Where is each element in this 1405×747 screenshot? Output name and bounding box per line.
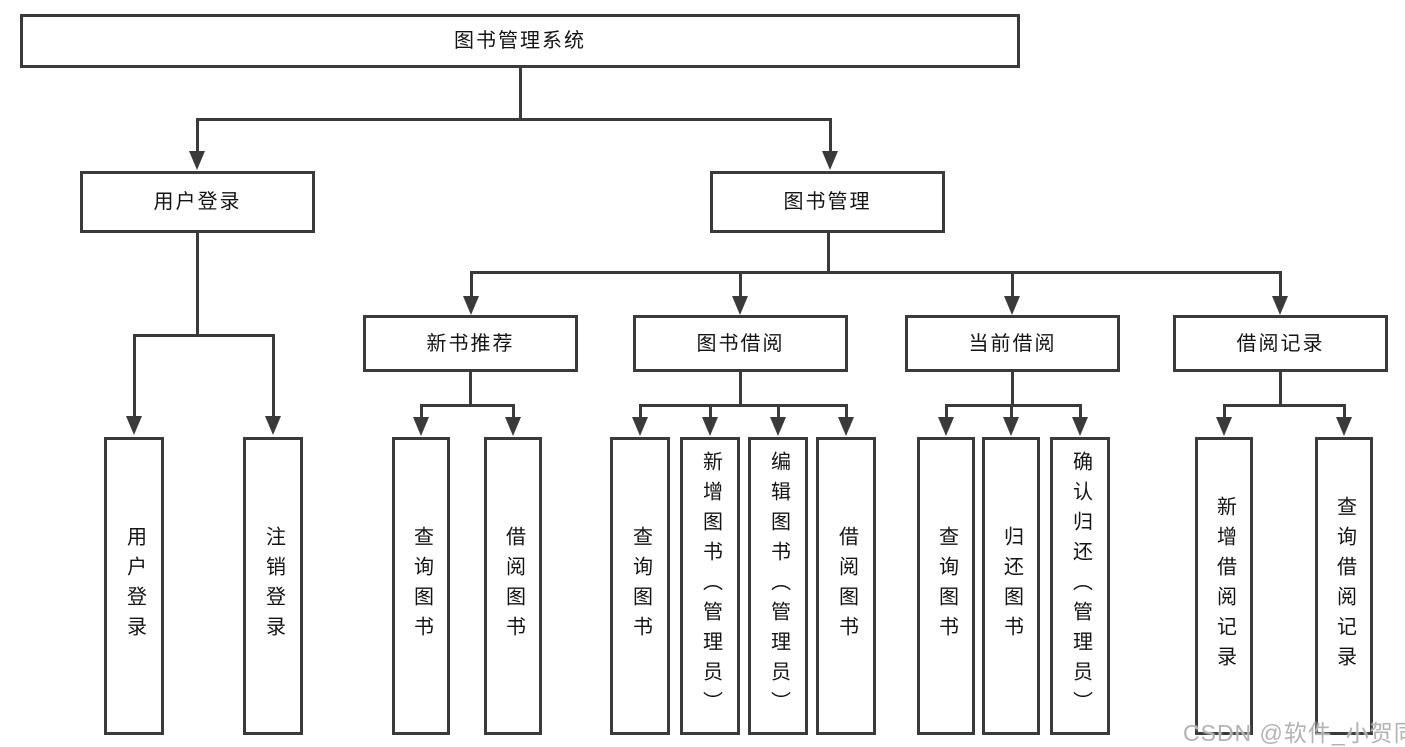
connector-userlogin-stem	[196, 233, 199, 336]
leaf-query-books-current: 查询图书	[917, 437, 975, 735]
connector-drop-new-book	[470, 271, 473, 299]
connector-root-rail	[196, 118, 832, 121]
connector-userlogin-rail	[133, 334, 275, 337]
leaf-user-login: 用户登录	[104, 437, 164, 735]
arrow-down-icon	[265, 416, 281, 435]
leaf-label: 新增借阅记录	[1213, 496, 1236, 676]
arrow-down-icon	[189, 151, 205, 170]
leaf-query-books-recommend: 查询图书	[392, 437, 450, 735]
connector-recommend-rail	[420, 404, 515, 407]
leaf-label: 借阅图书	[835, 526, 858, 646]
arrow-down-icon	[938, 417, 954, 436]
connector-records-stem	[1279, 372, 1282, 406]
connector-bookmgmt-rail	[470, 271, 1282, 274]
leaf-label: 确认归还（管理员）	[1069, 451, 1092, 721]
leaf-label: 借阅图书	[502, 526, 525, 646]
connector-drop-leaf-logout	[272, 334, 275, 419]
arrow-down-icon	[632, 417, 648, 436]
connector-drop-current-borrow	[1011, 271, 1014, 299]
connector-current-rail	[945, 404, 1082, 407]
leaf-return-books: 归还图书	[982, 437, 1040, 735]
arrow-down-icon	[413, 417, 429, 436]
arrow-down-icon	[770, 417, 786, 436]
leaf-label: 新增图书（管理员）	[699, 451, 722, 721]
leaf-borrow-books-recommend: 借阅图书	[484, 437, 542, 735]
leaf-label: 编辑图书（管理员）	[767, 451, 790, 721]
connector-root-stem	[519, 68, 522, 120]
connector-drop	[1343, 404, 1346, 419]
node-current-borrow: 当前借阅	[905, 315, 1120, 372]
connector-borrow-stem	[739, 372, 742, 406]
arrow-down-icon	[1004, 296, 1020, 315]
arrow-down-icon	[702, 417, 718, 436]
connector-recommend-stem	[469, 372, 472, 406]
connector-drop	[420, 404, 423, 419]
arrow-down-icon	[1216, 417, 1232, 436]
leaf-edit-books-admin: 编辑图书（管理员）	[748, 437, 808, 735]
leaf-label: 归还图书	[1000, 526, 1023, 646]
node-new-book-recommend: 新书推荐	[363, 315, 578, 372]
connector-drop	[777, 404, 780, 419]
connector-drop-book-management	[829, 118, 832, 153]
connector-drop	[845, 404, 848, 419]
leaf-add-books-admin: 新增图书（管理员）	[680, 437, 740, 735]
node-borrow-records: 借阅记录	[1173, 315, 1388, 372]
connector-drop	[1223, 404, 1226, 419]
connector-drop	[945, 404, 948, 419]
arrow-down-icon	[505, 417, 521, 436]
leaf-confirm-return-admin: 确认归还（管理员）	[1050, 437, 1110, 735]
arrow-down-icon	[822, 151, 838, 170]
leaf-add-borrow-record: 新增借阅记录	[1195, 437, 1253, 735]
connector-drop-user-login	[196, 118, 199, 153]
connector-drop-book-borrow	[739, 271, 742, 299]
connector-bookmgmt-stem	[827, 233, 830, 273]
leaf-borrow-books: 借阅图书	[816, 437, 876, 735]
connector-records-rail	[1223, 404, 1346, 407]
arrow-down-icon	[463, 296, 479, 315]
arrow-down-icon	[732, 296, 748, 315]
arrow-down-icon	[1336, 417, 1352, 436]
leaf-label: 查询借阅记录	[1333, 496, 1356, 676]
leaf-label: 注销登录	[262, 526, 285, 646]
arrow-down-icon	[126, 416, 142, 435]
connector-drop	[1010, 404, 1013, 419]
leaf-label: 查询图书	[935, 526, 958, 646]
node-root-system: 图书管理系统	[20, 14, 1020, 68]
leaf-query-borrow-record: 查询借阅记录	[1315, 437, 1373, 735]
leaf-label: 查询图书	[629, 526, 652, 646]
leaf-logout: 注销登录	[243, 437, 303, 735]
connector-drop	[512, 404, 515, 419]
connector-drop	[1079, 404, 1082, 419]
leaf-label: 用户登录	[123, 526, 146, 646]
connector-drop	[639, 404, 642, 419]
node-book-borrow: 图书借阅	[633, 315, 848, 372]
connector-borrow-rail	[639, 404, 848, 407]
arrow-down-icon	[1072, 417, 1088, 436]
leaf-query-books-borrow: 查询图书	[610, 437, 670, 735]
connector-current-stem	[1011, 372, 1014, 406]
connector-drop-leaf-user-login	[133, 334, 136, 419]
connector-drop	[709, 404, 712, 419]
node-user-login: 用户登录	[80, 171, 315, 233]
connector-drop-borrow-records	[1279, 271, 1282, 299]
arrow-down-icon	[1272, 296, 1288, 315]
arrow-down-icon	[1003, 417, 1019, 436]
leaf-label: 查询图书	[410, 526, 433, 646]
csdn-watermark: CSDN @软件_小贺同学	[1183, 720, 1405, 746]
arrow-down-icon	[838, 417, 854, 436]
node-book-management: 图书管理	[710, 171, 945, 233]
